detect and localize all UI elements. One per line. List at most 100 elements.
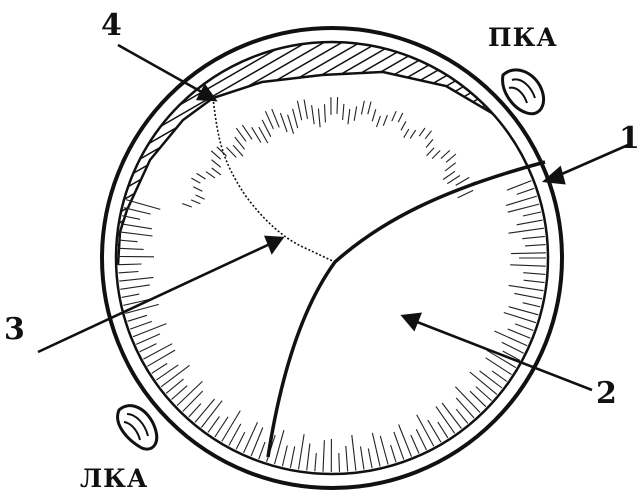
label-3: 3: [4, 315, 25, 345]
rim-hatch-stroke: [259, 442, 265, 459]
cusp-hatch-stroke: [272, 109, 279, 127]
rim-hatch-stroke: [456, 409, 468, 423]
rim-hatch-stroke: [391, 445, 396, 462]
arrow-2: [412, 320, 592, 390]
cusp-hatch-stroke: [196, 195, 205, 199]
cusp-hatch-stroke: [343, 104, 344, 120]
cusp-hatch-stroke: [211, 151, 221, 159]
rim-hatch-stroke: [411, 435, 419, 454]
rim-hatch-stroke: [136, 334, 160, 345]
rim-hatch-stroke: [346, 446, 348, 472]
rim-hatch-stroke: [506, 196, 537, 205]
rim-hatch-stroke: [508, 204, 539, 212]
rim-hatch-stroke: [120, 232, 153, 236]
cusp-hatch-stroke: [426, 139, 433, 147]
cusp-hatch-stroke: [383, 115, 387, 126]
cusp-hatch-stroke: [425, 131, 431, 139]
rim-hatch-stroke: [352, 435, 356, 471]
rim-hatch-stroke: [394, 432, 404, 460]
rim-hatch-stroke: [515, 324, 533, 331]
cusp-hatch-stroke: [191, 200, 200, 204]
label-1: 1: [619, 124, 640, 154]
rim-hatch-stroke: [130, 321, 152, 329]
cusp-hatch-stroke: [398, 113, 403, 122]
cusp-hatch-stroke: [337, 97, 338, 114]
rim-hatch-stroke: [368, 449, 372, 469]
coronary-ostium-icon: [118, 406, 157, 449]
label-left-coronary-artery: ЛКА: [80, 466, 148, 491]
rim-hatch-stroke: [509, 285, 544, 290]
rim-hatch-stroke: [339, 453, 340, 472]
rim-hatch-stroke: [372, 433, 380, 467]
cusp-hatch-stroke: [233, 145, 243, 156]
rim-hatch-stroke: [119, 272, 139, 273]
cusp-hatch-stroke: [410, 130, 416, 138]
rim-hatch-stroke: [507, 181, 532, 191]
cusp-hatch-stroke: [217, 147, 227, 156]
cusp-hatch-stroke: [404, 129, 409, 138]
rim-hatch-stroke: [119, 240, 138, 242]
cusp-hatch-stroke: [212, 168, 221, 175]
rim-hatch-stroke: [177, 381, 202, 405]
rim-hatch-stroke: [470, 372, 497, 394]
label-2: 2: [596, 379, 617, 409]
rim-hatch-stroke: [514, 293, 542, 298]
rim-hatch-stroke: [523, 212, 541, 216]
cusp-hatch-stroke: [304, 100, 307, 119]
cusp-hatch-stroke: [419, 128, 425, 136]
rim-hatch-stroke: [244, 422, 258, 453]
rim-hatch-stroke: [118, 248, 143, 249]
cusp-hatch-stroke: [432, 151, 440, 159]
rim-hatch-stroke: [222, 411, 241, 442]
cusp-hatch-stroke: [372, 109, 376, 121]
cusp-hatch-stroke: [288, 115, 294, 134]
rim-hatch-stroke: [189, 404, 201, 417]
rim-hatch-stroke: [523, 303, 541, 307]
cusp-hatch-stroke: [325, 104, 326, 122]
rim-hatch-stroke: [282, 446, 287, 467]
rim-hatch-stroke: [494, 331, 527, 346]
rim-hatch-stroke: [442, 403, 461, 429]
rim-hatch-stroke: [517, 188, 535, 194]
cusp-hatch-stroke: [443, 171, 455, 179]
rim-hatch-stroke: [133, 324, 166, 337]
cusp-hatch-stroke: [191, 178, 200, 183]
rim-hatch-stroke: [183, 391, 203, 411]
cusp-hatch-stroke: [212, 160, 221, 168]
cusp-hatch-stroke: [427, 148, 435, 156]
rim-hatch-stroke: [517, 220, 543, 225]
rim-hatch-stroke: [143, 344, 172, 359]
rim-hatch-stroke: [122, 294, 140, 297]
rim-hatch-stroke: [201, 401, 222, 428]
coronary-ostium-icon: [503, 70, 544, 114]
rim-hatch-stroke: [315, 453, 317, 471]
rim-hatch-stroke: [510, 265, 546, 266]
cusp-hatch-stroke: [206, 172, 215, 178]
cusp-hatch-stroke: [447, 176, 460, 184]
cusp-hatch-stroke: [242, 125, 252, 139]
rim-hatch-stroke: [156, 365, 178, 380]
rim-hatch-stroke: [140, 344, 157, 352]
rim-hatch-stroke: [525, 245, 546, 246]
rim-hatch-stroke: [380, 436, 388, 465]
rim-hatch-stroke: [118, 264, 142, 265]
rim-hatch-stroke: [147, 350, 175, 366]
cusp-hatch-stroke: [293, 109, 298, 128]
rim-hatch-stroke: [128, 315, 147, 321]
cusp-hatch-stroke: [458, 190, 474, 197]
rim-hatch-stroke: [511, 253, 546, 254]
rim-hatch-stroke: [480, 371, 503, 388]
rim-hatch-stroke: [436, 406, 455, 433]
cusp-hatch-stroke: [312, 105, 315, 124]
cusp-hatch-stroke: [401, 121, 406, 130]
cusp-hatch-stroke: [377, 116, 381, 127]
rim-hatch-stroke: [161, 365, 190, 387]
rim-hatch-stroke: [523, 273, 545, 275]
cusp-hatch-stroke: [197, 173, 206, 179]
cusp-hatch-stroke: [193, 187, 202, 192]
cusp-hatch-stroke: [297, 101, 301, 120]
arrow-4: [118, 45, 207, 95]
rim-hatch-stroke: [486, 358, 512, 375]
rim-hatch-stroke: [509, 228, 544, 233]
rim-hatch-stroke: [323, 440, 324, 472]
